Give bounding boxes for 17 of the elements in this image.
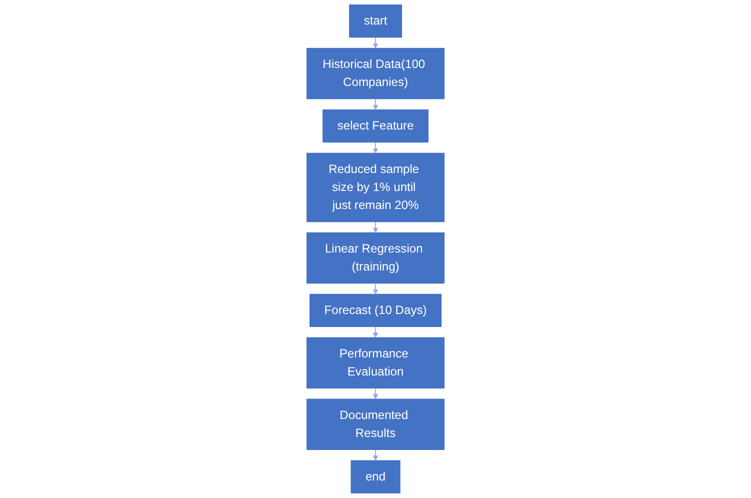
node-box: select Feature <box>322 109 428 143</box>
node-box: Reduced sample size by 1% until just remain 20% <box>306 152 445 222</box>
node-box: Forecast (10 Days) <box>309 294 442 328</box>
arrow <box>372 36 378 48</box>
node-box: Historical Data(100 Companies) <box>306 48 445 100</box>
arrow <box>372 142 378 154</box>
node-box: Linear Regression (training) <box>306 232 445 284</box>
node-box: Documented Results <box>306 398 445 450</box>
arrow <box>372 282 378 294</box>
arrow <box>372 388 378 400</box>
arrow <box>372 449 378 461</box>
node-box: end <box>350 460 400 494</box>
arrow <box>372 326 378 338</box>
node-box: Performance Evaluation <box>306 337 445 389</box>
arrow <box>372 98 378 110</box>
arrow <box>372 221 378 233</box>
node-box: start <box>349 4 402 38</box>
